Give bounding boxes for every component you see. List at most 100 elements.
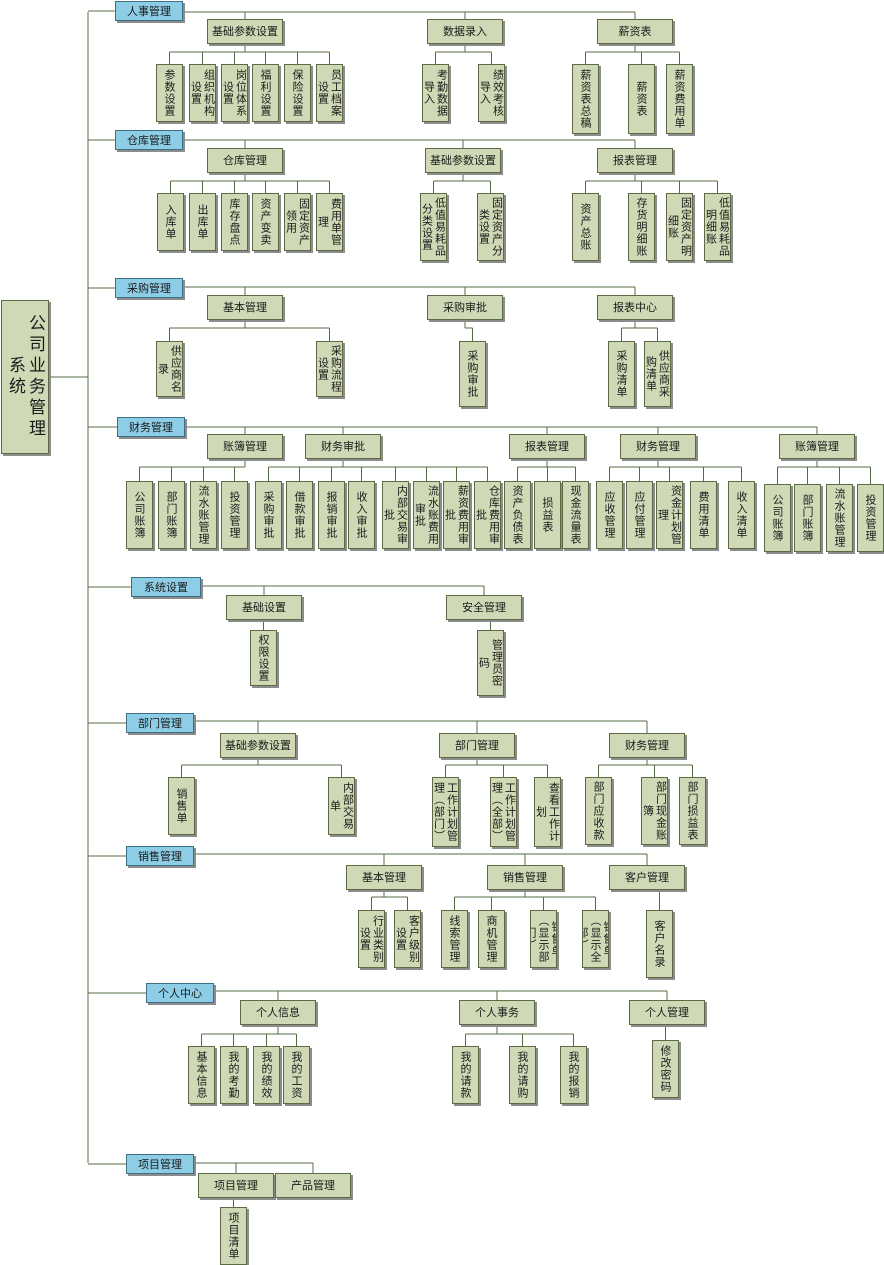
module-node-1: 人事管理 [115,1,183,21]
leaf-node-8-2-3: 我的报销 [560,1046,587,1104]
leaf-node-1-1-1: 参数设置 [156,64,183,122]
leaf-node-4-4-3: 资金计划管理 [656,481,683,549]
leaf-node-4-2-2: 借款审批 [286,481,313,549]
leaf-node-1-3-1: 薪资表总稿 [572,64,599,134]
leaf-node-8-2-1: 我的请款 [452,1046,479,1104]
leaf-node-2-2-1: 低值易耗品分类设置 [420,193,447,261]
leaf-node-4-1-2: 部门账簿 [158,481,185,549]
leaf-node-4-2-4: 收入审批 [348,481,375,549]
group-node-2-1: 仓库管理 [207,148,283,173]
module-node-7: 销售管理 [126,846,194,866]
leaf-node-1-2-1: 考勤数据导入 [422,64,449,122]
leaf-node-7-2-1: 线索管理 [441,910,468,968]
leaf-node-1-1-2: 组织机构设置 [189,64,216,122]
leaf-node-4-2-5: 内部交易审批 [382,481,409,549]
leaf-node-4-2-1: 采购审批 [255,481,282,549]
leaf-node-4-3-1: 资产负债表 [504,481,531,549]
leaf-node-3-1-1: 供应商名录 [156,341,183,397]
group-node-4-2: 财务审批 [305,434,381,459]
group-node-8-1: 个人信息 [240,1000,316,1025]
group-node-7-3: 客户管理 [609,865,685,890]
group-node-4-1: 账簿管理 [207,434,283,459]
group-node-4-5: 账簿管理 [779,434,855,459]
leaf-node-7-2-4: 销售单（显示全部） [582,910,609,968]
group-node-3-2: 采购审批 [427,295,503,320]
leaf-node-8-2-2: 我的请购 [509,1046,536,1104]
group-node-3-1: 基本管理 [207,295,283,320]
leaf-node-2-1-6: 费用单管理 [316,193,343,251]
module-node-5: 系统设置 [131,577,201,597]
leaf-node-9-1-1: 项目清单 [220,1207,247,1265]
leaf-node-4-3-3: 现金流量表 [562,481,589,549]
leaf-node-7-2-2: 商机管理 [478,910,505,968]
leaf-node-2-3-4: 低值易耗品明细账 [704,193,731,261]
leaf-node-4-1-4: 投资管理 [221,481,248,549]
leaf-node-2-2-2: 固定资产分类设置 [477,193,504,261]
leaf-node-6-2-2: 工作计划管理（全部） [490,777,517,847]
module-node-9: 项目管理 [126,1154,194,1174]
leaf-node-4-3-2: 损益表 [534,481,561,549]
leaf-node-4-4-2: 应付管理 [626,481,653,549]
leaf-node-8-1-3: 我的绩效 [253,1046,280,1104]
leaf-node-4-2-7: 薪资费用审批 [443,481,470,549]
leaf-node-4-5-3: 流水账管理 [826,484,853,552]
leaf-node-4-2-6: 流水账费用审批 [413,481,440,549]
leaf-node-2-1-3: 库存盘点 [221,193,248,251]
leaf-node-7-1-2: 客户级别设置 [394,910,421,968]
leaf-node-8-1-1: 基本信息 [188,1046,215,1104]
group-node-4-4: 财务管理 [620,434,696,459]
module-node-2: 仓库管理 [115,130,183,150]
leaf-node-6-1-1: 销售单 [168,777,195,835]
group-node-1-2: 数据录入 [427,19,503,44]
group-node-2-3: 报表管理 [597,148,673,173]
group-node-6-1: 基础参数设置 [220,733,296,758]
leaf-node-4-4-5: 收入清单 [728,481,755,549]
group-node-9-2: 产品管理 [275,1173,351,1198]
group-node-8-3: 个人管理 [629,1000,705,1025]
leaf-node-1-1-6: 员工档案设置 [316,64,343,122]
group-node-2-2: 基础参数设置 [425,148,501,173]
leaf-node-1-1-5: 保险设置 [284,64,311,122]
group-node-6-3: 财务管理 [609,733,685,758]
group-node-6-2: 部门管理 [439,733,515,758]
leaf-node-5-2-1: 管理员密码 [477,630,504,696]
group-node-5-1: 基础设置 [226,595,302,620]
leaf-node-4-4-1: 应收管理 [596,481,623,549]
leaf-node-4-2-8: 仓库费用审批 [474,481,501,549]
group-node-4-3: 报表管理 [509,434,585,459]
leaf-node-3-3-2: 供应商采购清单 [644,341,671,407]
leaf-node-8-1-2: 我的考勤 [220,1046,247,1104]
leaf-node-8-3-1: 修改密码 [652,1040,679,1098]
leaf-node-7-2-3: 销售单（显示部门） [530,910,557,968]
module-node-6: 部门管理 [126,713,194,733]
leaf-node-1-3-2: 薪资表 [628,64,655,134]
group-node-5-2: 安全管理 [446,595,522,620]
module-node-4: 财务管理 [117,417,185,437]
leaf-node-4-4-4: 费用清单 [690,481,717,549]
module-node-3: 采购管理 [115,278,183,298]
leaf-node-1-3-3: 薪资费用单 [666,64,693,134]
leaf-node-2-1-2: 出库单 [189,193,216,251]
leaf-node-3-3-1: 采购清单 [608,341,635,407]
leaf-node-2-1-5: 固定资产领用 [284,193,311,251]
module-node-8: 个人中心 [146,983,214,1003]
leaf-node-4-1-3: 流水账管理 [190,481,217,549]
leaf-node-2-3-2: 存货明细账 [628,193,655,261]
leaf-node-1-1-3: 岗位体系设置 [221,64,248,122]
leaf-node-2-3-1: 资产总账 [572,193,599,261]
leaf-node-7-3-1: 客户名录 [646,910,673,978]
leaf-node-7-1-1: 行业类别设置 [358,910,385,968]
leaf-node-4-5-1: 公司账簿 [764,484,791,552]
group-node-7-2: 销售管理 [487,865,563,890]
leaf-node-8-1-4: 我的工资 [283,1046,310,1104]
leaf-node-6-2-1: 工作计划管理（部门） [432,777,459,847]
leaf-node-1-2-2: 绩效考核导入 [478,64,505,122]
leaf-node-6-1-2: 内部交易单 [328,777,355,835]
leaf-node-6-3-1: 部门应收款 [585,777,612,845]
leaf-node-3-2-1: 采购审批 [459,341,486,407]
leaf-node-6-2-3: 查看工作计划 [534,777,561,847]
leaf-node-4-5-2: 部门账簿 [794,484,821,552]
leaf-node-4-1-1: 公司账簿 [126,481,153,549]
